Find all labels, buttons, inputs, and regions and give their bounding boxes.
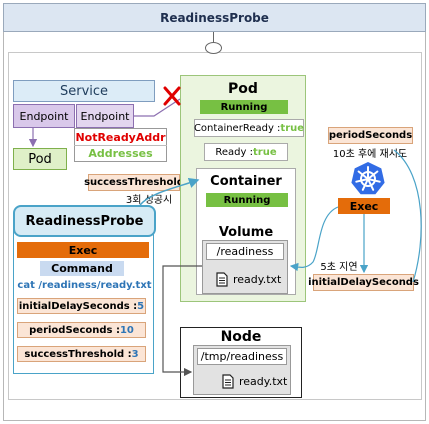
title-connector-line [213,32,214,46]
command-label: Command [40,261,124,276]
service-box: Service [13,80,155,102]
param-initial-delay-label: initialDelaySeconds : [18,300,138,312]
exec-to-volume-link [289,206,339,272]
ready-label: Ready : [215,146,253,158]
probe-to-container-link [139,177,200,206]
param-success-threshold-label: successThreshold : [24,348,132,360]
initial-delay-seconds-badge: initialDelaySeconds [308,274,419,291]
param-initial-delay-value: 5 [137,300,145,312]
disconnected-x-mark [163,86,181,106]
param-period-seconds-value: 10 [119,324,134,336]
ready-value: true [252,146,277,158]
probe-exec-badge: Exec [17,242,149,258]
loop-retry-link [393,149,422,283]
readiness-probe-title: ReadinessProbe [13,205,156,237]
param-success-threshold-value: 3 [131,348,139,360]
pod-title: Pod [228,81,258,97]
volume-title: Volume [218,224,274,240]
volume-path: /readiness [206,243,284,260]
endpoint-box-right: Endpoint [76,104,134,128]
node-file-icon [222,374,234,389]
endpoint-to-pod-link [134,98,181,117]
endpoint-box-left: Endpoint [13,104,75,128]
container-ready-value: true [280,122,305,134]
success-threshold-note: 3회 성공시 [125,195,173,206]
period-seconds-note: 10초 후에 재시도 [332,148,408,160]
page-title: ReadinessProbe [3,3,426,32]
volume-file-name: ready.txt [233,273,282,286]
param-initial-delay: initialDelaySeconds : 5 [17,298,146,314]
delay-note: 5초 지연 [320,262,358,273]
title-connector-node [205,42,222,54]
pod-status-badge: Running [200,100,288,114]
right-exec-badge: Exec [338,198,390,214]
node-title: Node [220,328,262,345]
kubernetes-icon [350,161,386,197]
addresses-label: Addresses [74,145,167,161]
ready-condition: Ready : true [204,143,288,161]
container-status-badge: Running [206,193,288,207]
service-pod-box: Pod [13,148,67,170]
param-period-seconds: periodSeconds : 10 [17,322,146,338]
param-success-threshold: successThreshold : 3 [17,346,146,362]
volume-to-node-mount-link [162,265,202,377]
not-ready-address-label: NotReadyAddr [75,130,166,144]
command-text: cat /readiness/ready.txt [17,279,152,291]
success-threshold-badge: successThreshold [84,174,184,191]
period-seconds-badge: periodSeconds [328,127,413,144]
container-ready-label: ContainerReady : [193,122,281,134]
param-period-seconds-label: periodSeconds : [29,324,120,336]
container-title: Container [210,173,282,189]
volume-file-icon [216,272,228,287]
node-path: /tmp/readiness [197,348,287,365]
node-file-name: ready.txt [239,375,288,388]
container-ready-condition: ContainerReady : true [194,119,304,137]
